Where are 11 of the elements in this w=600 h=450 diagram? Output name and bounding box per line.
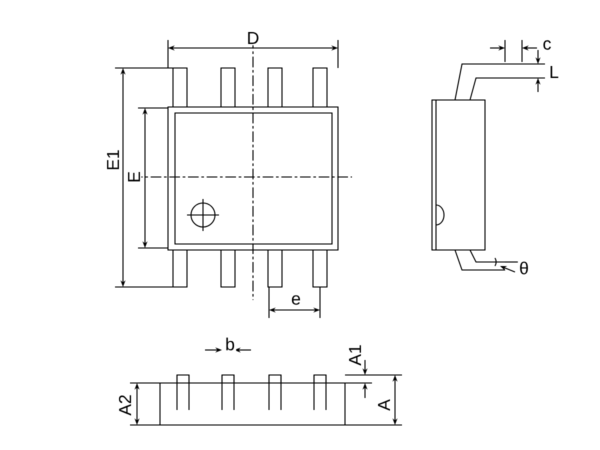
dimension-label: E1 xyxy=(106,148,120,172)
dimension-label: c xyxy=(541,38,553,52)
dimension-label: L xyxy=(548,64,560,80)
dimension-label: e xyxy=(290,294,302,306)
dimension-label: A1 xyxy=(348,343,362,367)
dimension-label: b xyxy=(224,336,236,352)
dimension-label: D xyxy=(245,30,261,46)
dimension-label: θ xyxy=(518,260,530,276)
dimension-label: E xyxy=(126,170,142,184)
dimension-label: A2 xyxy=(118,393,132,417)
dimension-label: A xyxy=(376,398,392,412)
